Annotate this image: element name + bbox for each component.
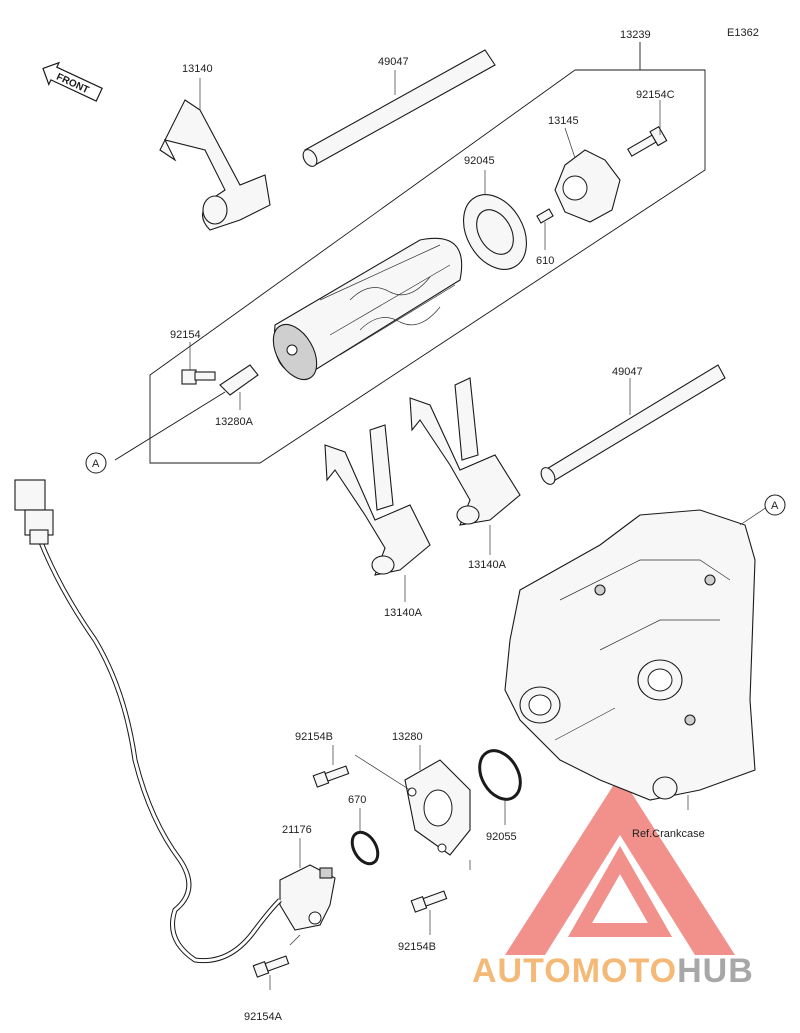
- o-ring-670: [350, 830, 380, 866]
- bolt-92154a: [252, 955, 290, 978]
- label-49047-right: 49047: [612, 366, 643, 378]
- wire-harness: [37, 539, 282, 964]
- front-arrow-icon: FRONT: [42, 61, 103, 102]
- watermark-inner-triangle: [567, 845, 673, 937]
- bolt-92154b-bottom: [410, 890, 448, 913]
- label-13140-top: 13140: [182, 63, 213, 75]
- label-670: 670: [348, 794, 366, 806]
- bolt-92154c: [627, 125, 668, 157]
- shift-cam-13145: [554, 149, 621, 223]
- label-610: 610: [536, 255, 554, 267]
- label-92154a: 92154A: [244, 1011, 283, 1023]
- watermark-text: AUTOMOTOHUB: [472, 952, 754, 990]
- label-13140a-b: 13140A: [384, 607, 423, 619]
- cover-13280: [404, 759, 471, 856]
- ref-circle-a-right-label: A: [771, 500, 779, 512]
- pin-13280a: [219, 364, 259, 396]
- shift-drum: [272, 237, 463, 381]
- label-92154c: 92154C: [636, 89, 675, 101]
- bolt-92154: [181, 369, 216, 385]
- label-21176: 21176: [282, 824, 312, 836]
- watermark-triangle: [505, 775, 735, 955]
- diagram-code: E1362: [727, 27, 759, 39]
- shift-rod-49047-top: [302, 49, 496, 167]
- sensor-21176: [279, 864, 336, 931]
- label-92154b-bottom: 92154B: [398, 941, 436, 953]
- label-13239: 13239: [620, 29, 651, 41]
- label-92154b-top: 92154B: [295, 731, 333, 743]
- label-92055: 92055: [486, 831, 517, 843]
- connector: [14, 479, 54, 545]
- leader-lines: [189, 70, 771, 990]
- bolt-92154b-top: [312, 765, 350, 788]
- label-ref-crankcase: Ref.Crankcase: [632, 828, 705, 840]
- crankcase: [504, 509, 756, 801]
- label-13145: 13145: [548, 115, 579, 127]
- o-ring-92055: [478, 749, 522, 801]
- label-13280a: 13280A: [215, 416, 254, 428]
- ref-circle-a-left-label: A: [92, 458, 100, 470]
- label-13140a-a: 13140A: [468, 559, 507, 571]
- ref-circle-a-left: A: [85, 452, 107, 474]
- label-92045: 92045: [464, 155, 495, 167]
- watermark-logo: AUTOMOTOHUB: [472, 775, 754, 990]
- label-49047-top: 49047: [378, 56, 409, 68]
- pin-610: [536, 208, 554, 224]
- assembly-bracket: [149, 69, 706, 464]
- shift-fork-13140: [159, 99, 271, 231]
- shift-rod-49047-right: [540, 364, 726, 485]
- ref-circle-a-right: A: [764, 494, 786, 516]
- watermark-moto: MOTO: [572, 952, 677, 990]
- label-13280: 13280: [392, 731, 423, 743]
- label-92154: 92154: [170, 329, 201, 341]
- watermark-auto: AUTO: [472, 952, 572, 990]
- shift-fork-13140a-2: [324, 424, 431, 576]
- watermark-hub: HUB: [677, 952, 754, 990]
- shift-fork-13140a-1: [409, 377, 521, 526]
- bearing-92045: [463, 194, 527, 270]
